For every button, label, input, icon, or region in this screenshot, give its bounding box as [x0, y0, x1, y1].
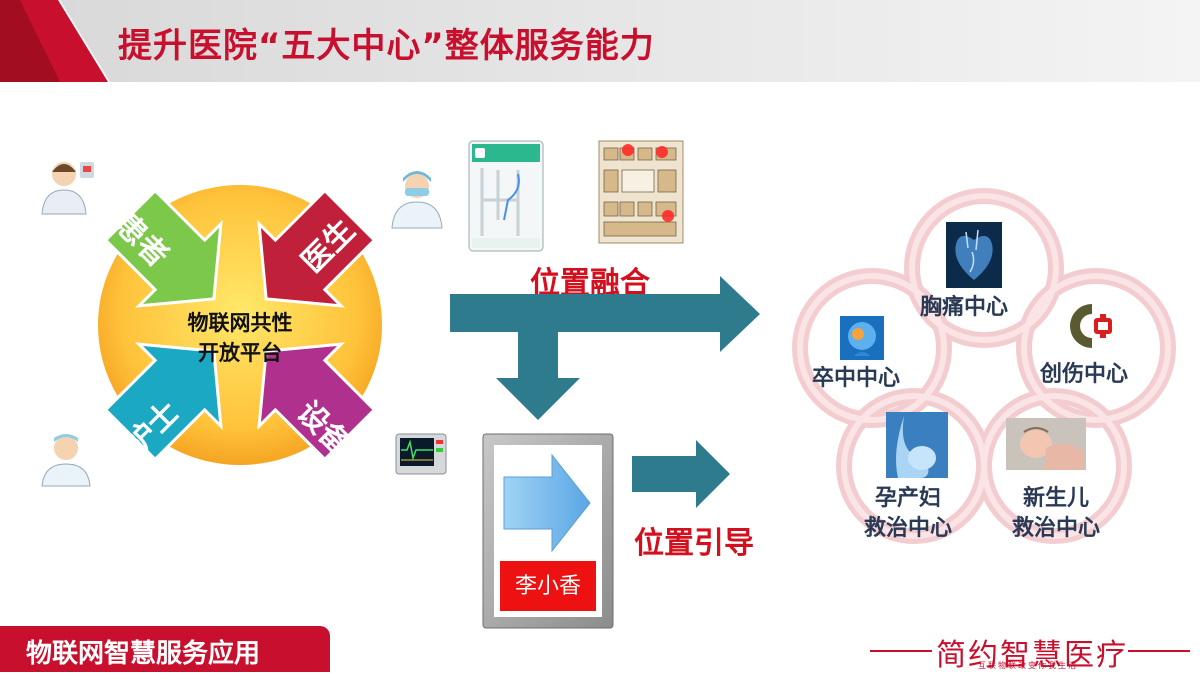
- brand-tagline: 互联物联改变你我生活: [978, 661, 1078, 670]
- fusion-arrow: [450, 276, 760, 352]
- maternal-center-label: 孕产妇 救治中心: [863, 486, 952, 541]
- device-arrow: [257, 342, 377, 462]
- nurse-avatar-icon: [41, 434, 91, 487]
- trauma-center-label: 创伤中心: [1040, 362, 1129, 387]
- brand-logo-text: 简约智慧医疗: [936, 638, 1128, 673]
- neonatal-center-label: 新生儿 救治中心: [1011, 486, 1100, 541]
- five-centers-knot: [792, 188, 1176, 544]
- monitor-device-icon: [395, 433, 447, 475]
- platform-text: 物联网共性 开放平台: [187, 311, 293, 365]
- floor-plan-image: [598, 140, 684, 244]
- guide-arrow-icon: [503, 453, 591, 553]
- down-arrow: [496, 328, 580, 420]
- position-guide-label: 位置引导: [634, 526, 754, 561]
- brain-icon: [840, 316, 884, 360]
- chest-pain-center-label: 胸痛中心: [920, 295, 1009, 320]
- phone-navigation-image: [468, 140, 544, 252]
- nurse-arrow: [103, 342, 223, 462]
- newborn-icon: [1006, 418, 1086, 470]
- brand-rule: [870, 650, 1190, 652]
- guide-screen-image: [482, 433, 614, 629]
- footer-title: 物联网智慧服务应用: [26, 639, 261, 669]
- header-band: [0, 0, 1200, 82]
- name-badge: 李小香: [514, 574, 581, 599]
- patient-avatar-icon: [41, 162, 94, 215]
- stroke-center-label: 卒中中心: [812, 366, 901, 391]
- footer-tab: [0, 626, 330, 672]
- page-title: 提升医院“五大中心”整体服务能力: [118, 26, 655, 66]
- patient-arrow: [103, 188, 223, 308]
- heart-icon: [946, 222, 1002, 288]
- guide-arrow: [632, 440, 730, 508]
- doctor-avatar-icon: [391, 171, 443, 229]
- flow-arrows: [450, 276, 760, 508]
- trauma-cross-icon: [1070, 304, 1112, 348]
- doctor-arrow: [257, 188, 377, 308]
- pregnancy-icon: [886, 412, 948, 478]
- platform-diagram: [98, 185, 382, 465]
